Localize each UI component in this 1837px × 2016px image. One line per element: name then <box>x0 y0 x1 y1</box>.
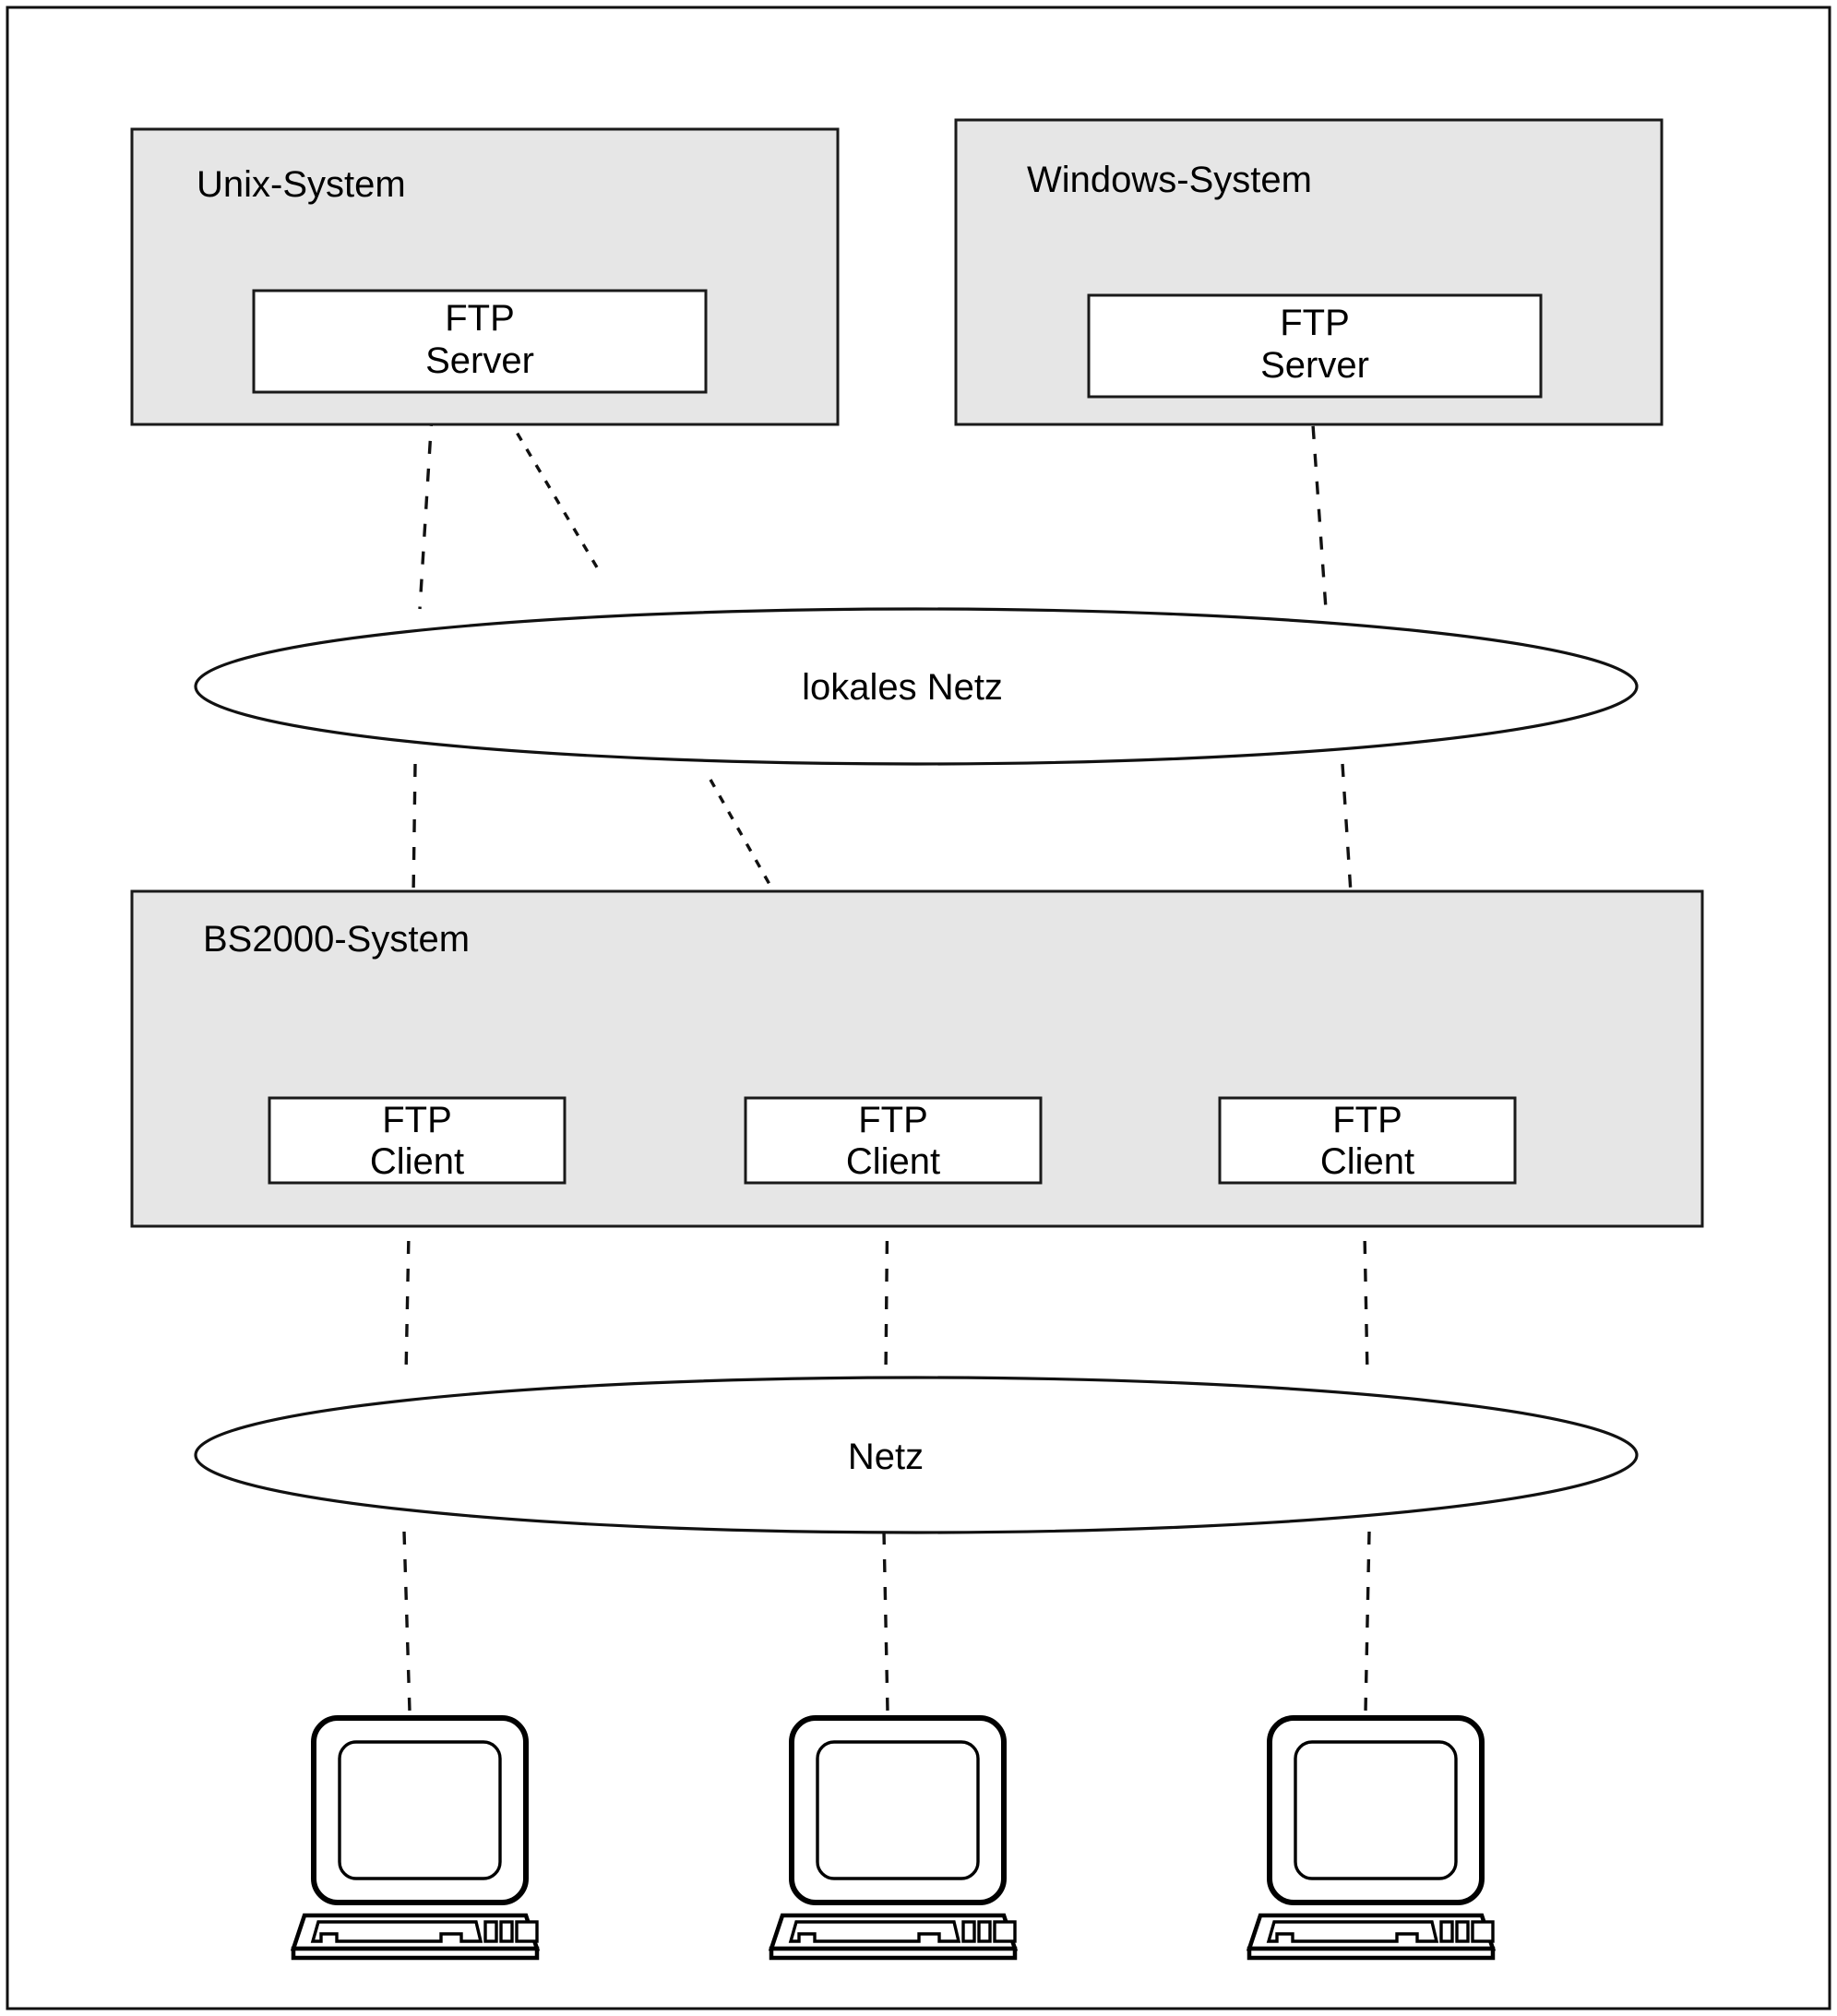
node-bs2000-ftp-client-1-box <box>268 1096 567 1185</box>
network-lokales-netz-label: lokales Netz <box>802 667 1003 708</box>
node-bs2000-ftp-client-2-box <box>744 1096 1043 1185</box>
terminal-3 <box>1246 1715 1497 1961</box>
node-unix-ftp-server: FTP Server <box>252 289 708 394</box>
link-netz-to-terminal1 <box>402 1531 412 1712</box>
system-windows: Windows-System FTP Server <box>954 118 1664 426</box>
node-unix-ftp-server-line1: FTP <box>445 298 515 339</box>
node-bs2000-ftp-client-2: FTP Client <box>744 1096 1043 1185</box>
link-netz-to-terminal2 <box>882 1531 889 1712</box>
terminal-1-keyboard-key-a <box>483 1920 498 1943</box>
terminal-3-monitor-icon <box>1267 1715 1485 1905</box>
terminal-2-keyboard-base <box>769 1946 1018 1961</box>
system-bs2000: BS2000-System FTP Client FTP Client FTP … <box>130 889 1704 1228</box>
node-bs2000-ftp-client-3-box <box>1218 1096 1517 1185</box>
terminal-3-keyboard-keys <box>1266 1920 1439 1943</box>
link-netz-to-terminal3 <box>1364 1531 1371 1712</box>
terminal-2-keyboard-keypad <box>993 1920 1017 1943</box>
network-netz: Netz <box>194 1376 1639 1534</box>
terminal-1-keyboard-key-b <box>499 1920 514 1943</box>
terminal-1-monitor-icon <box>311 1715 529 1905</box>
network-netz-shape <box>194 1376 1639 1534</box>
terminal-1 <box>290 1715 541 1961</box>
node-bs2000-ftp-client-3: FTP Client <box>1218 1096 1517 1185</box>
terminal-1-keyboard-keypad <box>515 1920 539 1943</box>
terminal-3-keyboard-key-a <box>1439 1920 1454 1943</box>
diagram-frame <box>6 6 1831 2010</box>
terminal-3-keyboard-icon <box>1246 1913 1497 1961</box>
terminal-1-keyboard-base <box>291 1946 540 1961</box>
terminal-1-keyboard-keys <box>310 1920 483 1943</box>
terminal-2-screen <box>816 1740 980 1880</box>
node-bs2000-ftp-client-2-line1: FTP <box>858 1100 928 1140</box>
link-windows-server-to-lokales-netz <box>1309 398 1328 610</box>
network-lokales-netz-shape <box>194 607 1639 766</box>
terminal-3-keyboard-base <box>1247 1946 1496 1961</box>
system-unix-label: Unix-System <box>197 164 406 205</box>
terminal-3-keyboard-key-b <box>1455 1920 1470 1943</box>
network-lokales-netz: lokales Netz <box>194 607 1639 766</box>
terminal-1-keyboard-icon <box>290 1913 541 1961</box>
system-bs2000-label: BS2000-System <box>203 919 470 960</box>
node-bs2000-ftp-client-1-line1: FTP <box>382 1100 452 1140</box>
node-bs2000-ftp-client-3-line2: Client <box>1320 1141 1414 1182</box>
system-unix: Unix-System FTP Server <box>130 127 840 426</box>
node-bs2000-ftp-client-3-line1: FTP <box>1332 1100 1402 1140</box>
node-windows-ftp-server: FTP Server <box>1087 293 1543 399</box>
node-unix-ftp-server-box <box>252 289 708 394</box>
terminal-2-keyboard-keys <box>788 1920 961 1943</box>
terminal-2-keyboard-key-a <box>961 1920 976 1943</box>
node-windows-ftp-server-line2: Server <box>1260 345 1369 386</box>
node-windows-ftp-server-box <box>1087 293 1543 399</box>
node-bs2000-ftp-client-1-line2: Client <box>370 1141 464 1182</box>
terminal-3-keyboard-keypad <box>1471 1920 1495 1943</box>
terminal-2 <box>768 1715 1019 1961</box>
node-bs2000-ftp-client-1: FTP Client <box>268 1096 567 1185</box>
system-windows-label: Windows-System <box>1027 160 1312 200</box>
node-windows-ftp-server-line1: FTP <box>1280 303 1350 343</box>
terminal-1-screen <box>338 1740 502 1880</box>
node-unix-ftp-server-line2: Server <box>425 340 534 381</box>
terminal-2-keyboard-key-b <box>977 1920 992 1943</box>
terminal-2-keyboard-icon <box>768 1913 1019 1961</box>
terminal-2-monitor-icon <box>789 1715 1007 1905</box>
node-bs2000-ftp-client-2-line2: Client <box>846 1141 940 1182</box>
network-netz-label: Netz <box>848 1437 924 1477</box>
terminal-3-screen <box>1294 1740 1458 1880</box>
